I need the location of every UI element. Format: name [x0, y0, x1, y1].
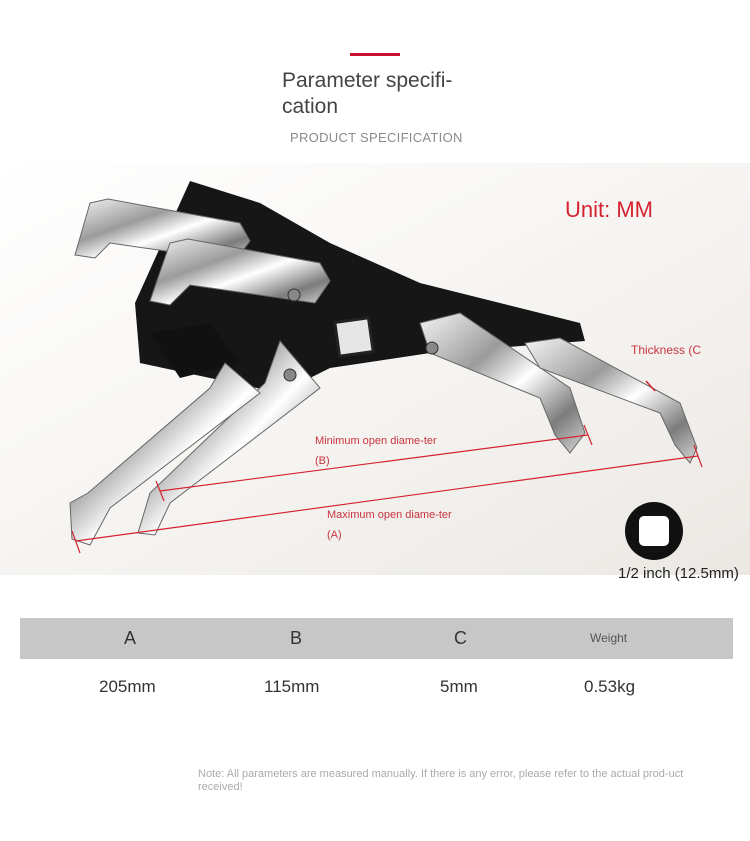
value-a: 205mm	[99, 677, 156, 696]
header-weight: Weight	[590, 631, 628, 645]
page-title: Parameter specifi-cation	[282, 69, 453, 118]
max-diameter-label: Maximum open diame-ter (A)	[327, 509, 452, 541]
header-a: A	[124, 628, 137, 648]
header-b: B	[290, 628, 303, 648]
value-b: 115mm	[264, 677, 320, 696]
header-c: C	[454, 628, 467, 648]
unit-label: Unit: MM	[565, 197, 653, 222]
thickness-label: Thickness (C	[631, 343, 702, 357]
spec-table-header: A B C Weight	[20, 618, 733, 659]
accent-bar	[350, 53, 400, 56]
value-weight: 0.53kg	[584, 677, 636, 696]
min-diameter-label: Minimum open diame-ter (B)	[315, 435, 437, 467]
page-subtitle: PRODUCT SPECIFICATION	[290, 130, 463, 145]
disclaimer-note: Note: All parameters are measured manual…	[198, 768, 684, 793]
value-c: 5mm	[440, 677, 478, 696]
drive-size-label: 1/2 inch (12.5mm)	[618, 565, 739, 582]
product-photo	[0, 163, 750, 575]
square-drive-icon	[625, 502, 683, 560]
